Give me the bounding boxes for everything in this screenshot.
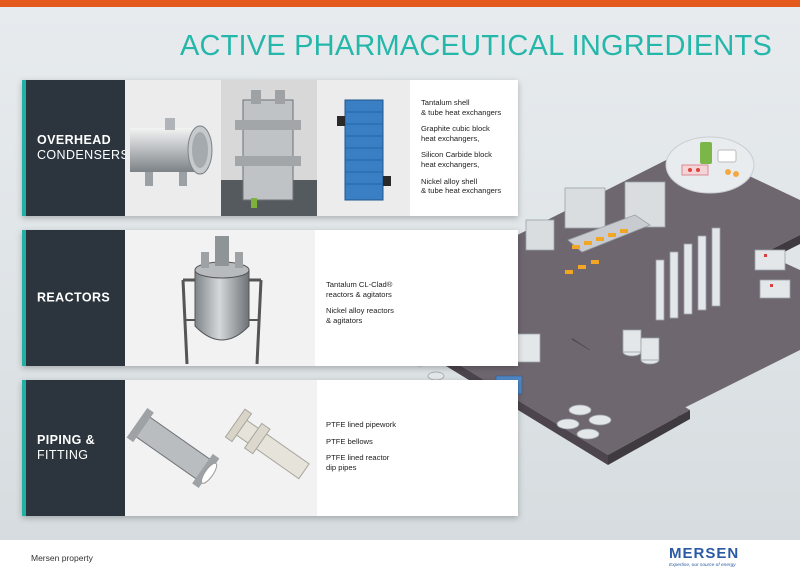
block-heat-exchanger-image [317, 80, 410, 216]
list-item: Tantalum CL-Clad® reactors & agitators [326, 280, 393, 299]
dip-pipe-image [221, 380, 317, 516]
list-item: Tantalum shell & tube heat exchangers [421, 98, 502, 117]
section-label-light: FITTING [37, 448, 89, 462]
list-item: PTFE lined reactor dip pipes [326, 453, 390, 472]
overhead-condensers-card: OVERHEAD CONDENSERS [22, 80, 518, 216]
piping-fitting-card: PIPING & FITTING PTFE lined pipework PTF… [22, 380, 518, 516]
list-item: Nickel alloy reactors & agitators [326, 306, 394, 325]
list-item: PTFE lined pipework [326, 420, 397, 429]
section-label-panel: PIPING & FITTING [22, 380, 125, 516]
list-item: PTFE bellows [326, 436, 373, 446]
section-label-bold: OVERHEAD [37, 133, 112, 147]
section-label-panel: REACTORS [22, 230, 125, 366]
list-item: Graphite cubic block heat exchangers, [421, 124, 490, 143]
logo-tagline: Expertise, our source of energy [669, 563, 736, 568]
section-label-light: CONDENSERS [37, 148, 130, 162]
condenser-assembly-image [221, 80, 317, 216]
section-label-panel: OVERHEAD CONDENSERS [22, 80, 129, 216]
reactor-product-list: Tantalum CL-Clad® reactors & agitators N… [326, 280, 422, 366]
section-label-bold: REACTORS [37, 290, 111, 305]
reactor-vessel-image [125, 230, 315, 366]
list-item: Silicon Carbide block heat exchangers, [421, 150, 492, 169]
page-title: ACTIVE PHARMACEUTICAL INGREDIENTS [179, 30, 772, 62]
medicine-icon [665, 136, 755, 194]
section-label-bold: PIPING & [37, 433, 96, 447]
piping-product-list: PTFE lined pipework PTFE bellows PTFE li… [326, 420, 422, 516]
logo-wordmark: MERSEN [669, 545, 740, 562]
footer-note: Mersen property [31, 553, 93, 563]
reactors-card: REACTORS Tantalum CL-Clad® reactors & ag… [22, 230, 518, 366]
condenser-product-list: Tantalum shell & tube heat exchangers Gr… [421, 98, 517, 216]
mersen-logo: MERSEN Expertise, our source of energy [669, 545, 769, 571]
top-accent-bar [0, 0, 800, 7]
list-item: Nickel alloy shell & tube heat exchanger… [421, 176, 502, 196]
lined-pipe-image [125, 380, 221, 516]
shell-tube-condenser-image [125, 80, 221, 216]
